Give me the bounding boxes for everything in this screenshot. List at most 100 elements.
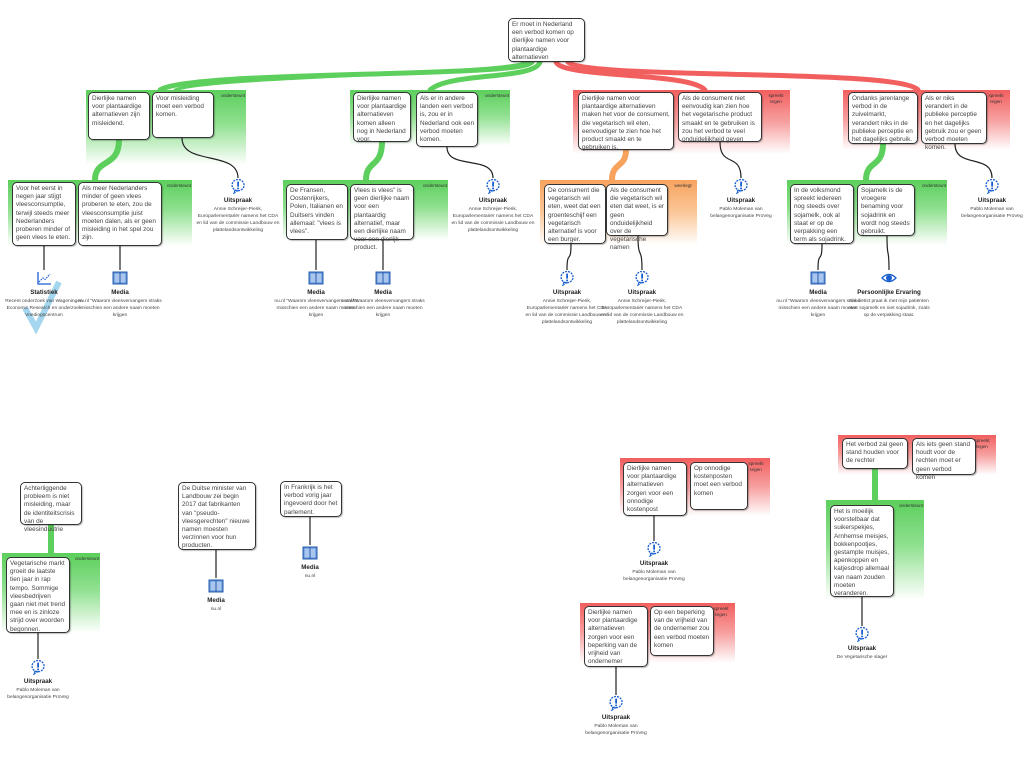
evidence-title: Media bbox=[374, 289, 392, 296]
co-premise-box[interactable]: Als de consument die vegetarisch wil ete… bbox=[606, 184, 668, 251]
premise-box[interactable]: Dierlijke namen voor plantaardige altern… bbox=[578, 92, 674, 151]
media-icon bbox=[776, 270, 860, 286]
checkmark-icon bbox=[22, 278, 62, 339]
media-icon bbox=[174, 578, 258, 594]
claim-box-achterliggend[interactable]: Achterliggende probleem is niet misleidi… bbox=[20, 482, 82, 533]
co-premise-box[interactable]: Sojamelk is de vroegere benaming voor so… bbox=[857, 184, 915, 236]
evidence-source: Annie Schreijer-Pierik, Europarlementari… bbox=[196, 206, 280, 233]
relation-label: spreekt tegen bbox=[768, 93, 784, 104]
claim-box-frankrijk[interactable]: In Frankrijk is het verbod vorig jaar in… bbox=[280, 481, 342, 517]
relation-label: ondersteunt bbox=[75, 556, 100, 561]
premise-box[interactable]: De Fransen, Oostenrijkers, Polen, Italia… bbox=[286, 184, 348, 240]
media-icon bbox=[341, 270, 425, 286]
evidence-title: Media bbox=[809, 289, 827, 296]
evidence-media[interactable]: Media nu.nl "Waarom vleesvervangers strak… bbox=[274, 270, 358, 319]
evidence-source: Recent onderzoek van Wageningen Economic… bbox=[5, 298, 83, 318]
evidence-source: nu.nl bbox=[304, 573, 316, 579]
co-premise-box[interactable]: Op een beperking van de vrijheid van de … bbox=[650, 606, 714, 656]
relation-label: spreekt tegen bbox=[713, 606, 729, 617]
evidence-title: Media bbox=[207, 597, 225, 604]
evidence-link bbox=[886, 235, 890, 271]
ervaring-icon bbox=[847, 270, 931, 286]
premise-box[interactable]: In de volksmond spreekt iedereen nog ste… bbox=[790, 184, 854, 244]
relation-label: spreekt tegen bbox=[988, 93, 1004, 104]
co-premise-box[interactable]: Als er niks verandert in de publieke per… bbox=[921, 92, 987, 151]
co-premise-box[interactable]: Als de consument niet eenvoudig kan zien… bbox=[678, 92, 762, 143]
link-g3-g3a bbox=[609, 147, 629, 183]
premise-box[interactable]: Dierlijke namen voor plantaardige altern… bbox=[88, 92, 150, 140]
evidence-title: Uitspraak bbox=[639, 560, 669, 567]
evidence-title: Uitspraak bbox=[223, 197, 253, 204]
premise-box[interactable]: Voor het eerst in negen jaar stijgt vlee… bbox=[12, 182, 76, 246]
evidence-link bbox=[181, 137, 239, 179]
uitspraak-icon bbox=[699, 178, 783, 194]
evidence-link bbox=[637, 235, 643, 271]
premise-box[interactable]: De consument die vegetarisch wil eten, w… bbox=[544, 184, 606, 244]
relation-label: ondersteunt bbox=[899, 503, 924, 508]
media-icon bbox=[78, 270, 162, 286]
evidence-title: Media bbox=[307, 289, 325, 296]
evidence-link bbox=[566, 243, 572, 271]
evidence-title: Uitspraak bbox=[977, 197, 1007, 204]
uitspraak-icon bbox=[612, 541, 696, 557]
relation-label: spreekt tegen bbox=[974, 438, 990, 449]
link-root-g4 bbox=[565, 59, 921, 93]
premise-box[interactable]: Dierlijke namen voor plantaardige altern… bbox=[353, 92, 411, 143]
relation-label: ondersteunt bbox=[167, 183, 192, 188]
premise-box[interactable]: Ondanks jarenlange verbod in de zuivelma… bbox=[848, 92, 918, 144]
co-premise-box[interactable]: Op onnodige kostenposten moet een verbod… bbox=[690, 462, 748, 510]
uitspraak-icon bbox=[820, 626, 904, 642]
link-g1-g1a bbox=[92, 137, 122, 183]
evidence-source: Pablo Moleman van belangenorganisatie Pr… bbox=[961, 206, 1023, 219]
claim-box-duitse-minister[interactable]: De Duitse minister van Landbouw zei begi… bbox=[178, 482, 256, 550]
uitspraak-icon bbox=[600, 270, 684, 286]
premise-box[interactable]: Het is moeilijk voorstelbaar dat suikers… bbox=[830, 505, 894, 597]
evidence-source: nu.nl bbox=[210, 606, 222, 612]
premise-box[interactable]: Dierlijke namen voor plantaardige altern… bbox=[623, 462, 687, 516]
evidence-source: nu.nl "Waarom vleesvervangers straks mis… bbox=[274, 298, 358, 318]
evidence-title: Statistiek bbox=[30, 289, 58, 296]
evidence-source: Annie Schreijer-Pierik, Europarlementari… bbox=[451, 206, 535, 233]
relation-label: ondersteunt bbox=[423, 183, 448, 188]
evidence-source: Annie Schreijer-Pierik, Europarlementari… bbox=[600, 298, 684, 325]
evidence-source: De Vegetarische slager bbox=[836, 654, 888, 660]
co-premise-box[interactable]: Als er in andere landen een verbod is, z… bbox=[416, 92, 478, 147]
relation-label: spreekt tegen bbox=[748, 461, 764, 472]
co-premise-box[interactable]: Vlees is vlees" is geen dierlijke naam v… bbox=[350, 184, 414, 251]
relation-label: ondersteunt bbox=[221, 93, 246, 98]
evidence-link bbox=[446, 146, 494, 179]
co-premise-box[interactable]: Als meer Nederlanders minder of geen vle… bbox=[78, 182, 162, 246]
main-claim-box[interactable]: Er moet in Nederland een verbod komen op… bbox=[508, 18, 585, 62]
uitspraak-icon bbox=[0, 659, 80, 675]
premise-box[interactable]: Vegetarische markt groeit de laatste tie… bbox=[6, 557, 70, 633]
evidence-link bbox=[719, 141, 742, 179]
co-premise-box[interactable]: Voor misleiding moet een verbod komen. bbox=[152, 92, 214, 138]
evidence-source: Pablo Moleman van belangenorganisatie Pr… bbox=[7, 687, 69, 700]
premise-box[interactable]: Dierlijke namen voor plantaardige altern… bbox=[584, 606, 648, 667]
premise-box[interactable]: Het verbod zal geen stand houden voor de… bbox=[842, 438, 908, 469]
co-premise-box[interactable]: Als iets geen stand houdt voor de rechte… bbox=[912, 438, 976, 481]
link-root-g3 bbox=[553, 59, 708, 93]
media-icon bbox=[274, 270, 358, 286]
evidence-source: Pablo Moleman van belangenorganisatie Pr… bbox=[710, 206, 772, 219]
link-root-g1b bbox=[173, 60, 527, 92]
evidence-media[interactable]: Media nu.nl bbox=[174, 578, 258, 613]
evidence-title: Uitspraak bbox=[552, 289, 582, 296]
